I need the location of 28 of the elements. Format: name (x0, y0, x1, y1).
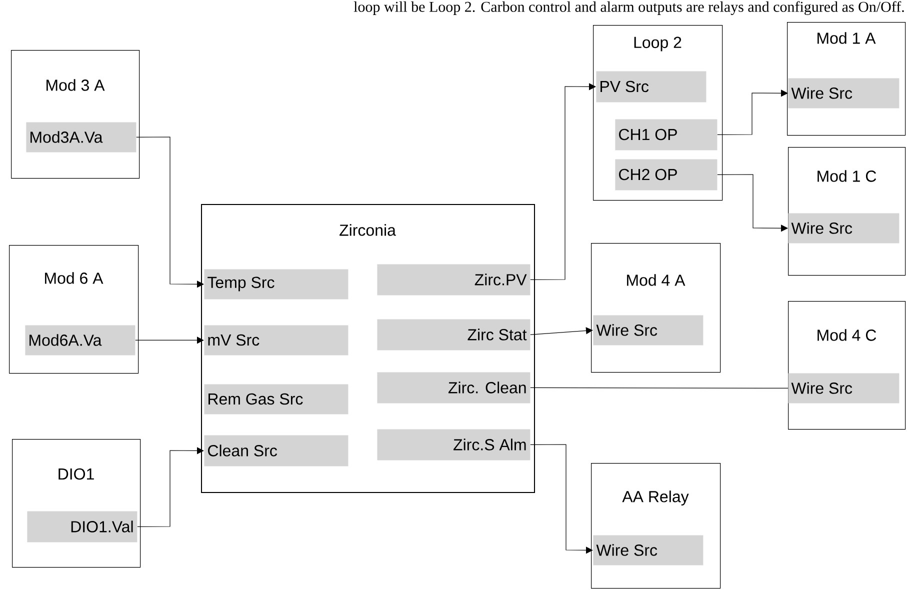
port-field: Zirc.S Alm (377, 429, 530, 460)
connector-arrow (717, 174, 788, 232)
connector-arrow (135, 336, 204, 344)
port-field: Clean Src (204, 435, 348, 466)
port-field: Wire Src (788, 373, 900, 404)
port-field: Temp Src (204, 269, 348, 300)
port-field: DIO1.Val (27, 511, 138, 542)
port-field: Mod6A.Va (25, 325, 136, 356)
port-field: Zirc.PV (377, 264, 530, 296)
port-field: mV Src (204, 325, 348, 356)
connector-arrow (137, 447, 204, 527)
port-field: Mod3A.Va (26, 122, 136, 152)
port-field: PV Src (596, 71, 706, 102)
port-field: Wire Src (593, 535, 704, 566)
note-text: loop will be Loop 2. Carbon control and alarm outputs are relays and configured as On/Off. (354, 1, 904, 15)
port-field: Wire Src (788, 213, 900, 244)
connector-arrow (136, 136, 204, 288)
port-field: CH2 OP (615, 159, 718, 190)
port-field: CH1 OP (615, 119, 718, 150)
connector-arrow (530, 83, 596, 280)
port-field: Wire Src (593, 315, 704, 346)
port-field: Rem Gas Src (204, 384, 348, 414)
port-field: Zirc. Clean (377, 372, 530, 404)
connector-arrow (530, 444, 593, 554)
connector-arrow (530, 327, 593, 335)
port-field: Zirc Stat (377, 319, 530, 350)
connector-arrow (717, 90, 788, 135)
port-field: Wire Src (788, 78, 900, 108)
